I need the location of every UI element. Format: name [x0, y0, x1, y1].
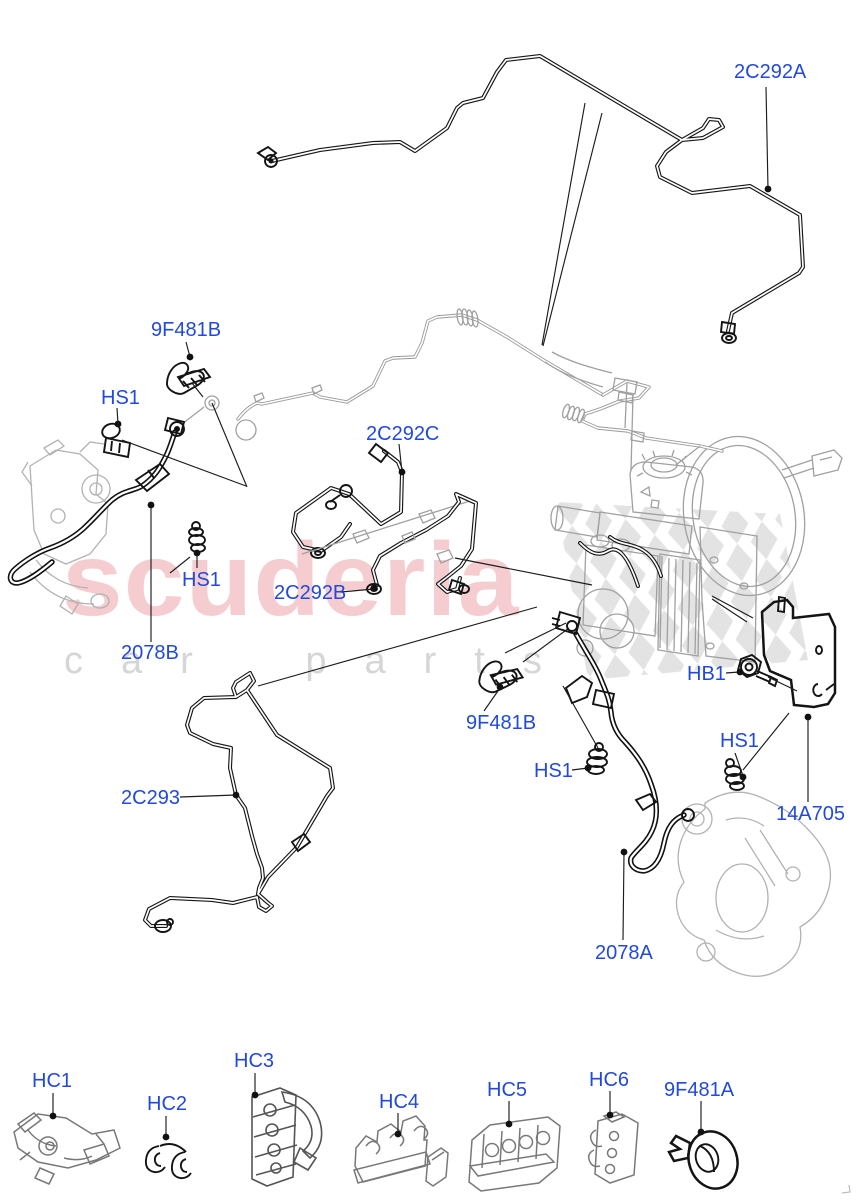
hs1-plug-mid-left	[188, 521, 206, 553]
part-label-9f481b-2[interactable]: 9F481B	[466, 712, 537, 734]
corner-mark	[841, 1184, 851, 1194]
part-label-2c293[interactable]: 2C293	[121, 787, 180, 809]
brake-booster	[682, 435, 843, 663]
clip-hc5	[425, 1116, 561, 1192]
part-label-14a705[interactable]: 14A705	[776, 803, 845, 825]
clip-hc1	[13, 1112, 121, 1185]
clip-hc3	[251, 1087, 323, 1187]
part-label-9f481a[interactable]: 9F481A	[664, 1079, 735, 1101]
front-left-caliper	[21, 439, 111, 615]
pipe-2c293	[143, 671, 335, 933]
clip-hc2	[144, 1143, 192, 1180]
part-label-hc4[interactable]: HC4	[379, 1091, 420, 1113]
clip-hc4	[353, 1115, 431, 1184]
pipe-2c292c	[291, 442, 404, 559]
part-label-hc1[interactable]: HC1	[32, 1070, 73, 1092]
front-right-caliper	[675, 791, 832, 977]
part-label-2c292b[interactable]: 2C292B	[274, 582, 347, 604]
part-label-2078a[interactable]: 2078A	[595, 942, 653, 964]
pipe-2c292a	[256, 54, 805, 344]
hs1-plug-upper-left	[101, 422, 132, 459]
pipe-2c292b	[301, 492, 478, 596]
part-label-2c292a[interactable]: 2C292A	[734, 61, 807, 83]
part-label-2c292c[interactable]: 2C292C	[366, 423, 440, 445]
leader-lines	[49, 86, 812, 1141]
clip-hc6	[587, 1111, 639, 1184]
part-label-9f481b-1[interactable]: 9F481B	[151, 319, 222, 341]
part-label-hs1-2[interactable]: HS1	[182, 569, 221, 591]
part-label-hc5[interactable]: HC5	[487, 1079, 528, 1101]
part-label-hb1[interactable]: HB1	[687, 663, 726, 685]
part-label-hs1-3[interactable]: HS1	[534, 760, 573, 782]
part-label-2078b[interactable]: 2078B	[121, 642, 179, 664]
chassis-brake-pipe-gray	[181, 308, 724, 471]
part-label-hs1-4[interactable]: HS1	[720, 730, 759, 752]
clip-9f481a	[667, 1130, 739, 1190]
part-label-hs1-1[interactable]: HS1	[101, 387, 140, 409]
fluid-reservoir	[550, 449, 704, 555]
bracket-14a705	[760, 595, 837, 709]
part-label-hc2[interactable]: HC2	[147, 1093, 188, 1115]
part-label-hc6[interactable]: HC6	[589, 1069, 630, 1091]
pointer-lines	[121, 102, 798, 771]
hose-2078b	[10, 416, 186, 583]
part-label-hc3[interactable]: HC3	[234, 1050, 275, 1072]
clip-9f481b-upper	[166, 361, 211, 395]
